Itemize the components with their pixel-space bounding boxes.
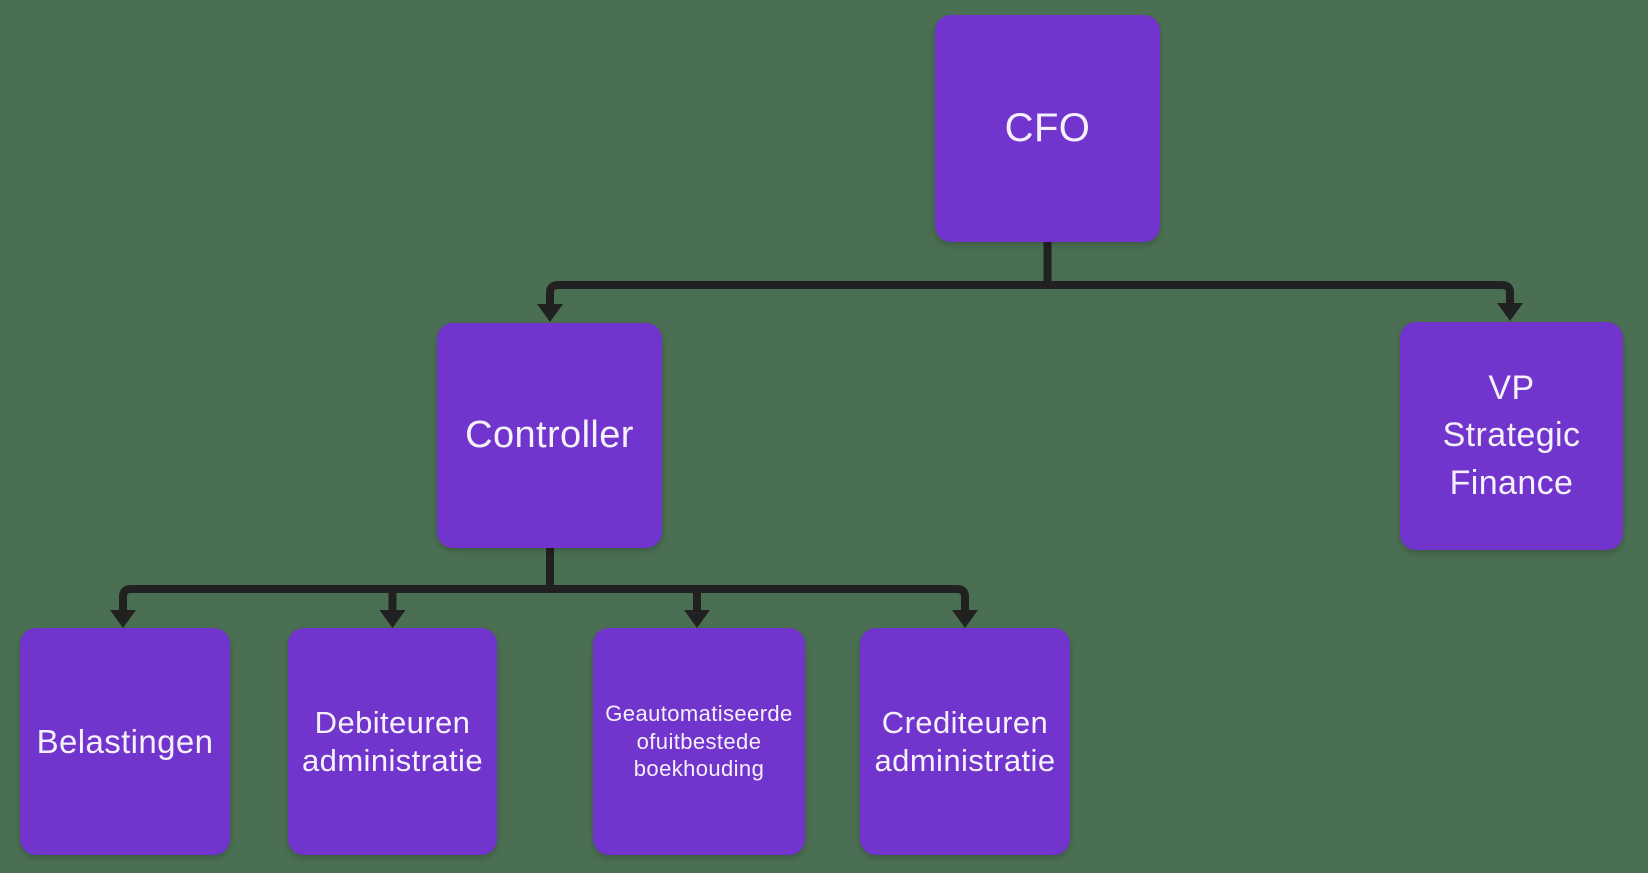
arrow-to-vp-strategic-finance (1497, 303, 1523, 321)
arrow-to-debiteuren (379, 610, 406, 628)
arrow-to-crediteuren (952, 610, 978, 628)
arrow-to-geautomatiseerde (684, 610, 710, 628)
arrow-to-belastingen (110, 610, 136, 628)
arrow-to-controller (537, 304, 563, 322)
connector-controller-children-rail (119, 585, 969, 612)
org-node-crediteuren-administratie: Crediteuren administratie (860, 628, 1070, 855)
org-node-belastingen: Belastingen (20, 628, 230, 855)
org-node-geautomatiseerde-boekhouding: Geautomatiseerde ofuitbestede boekhoudin… (593, 628, 805, 855)
org-node-cfo: CFO (935, 15, 1160, 242)
connector-cfo-children-rail (546, 281, 1514, 306)
org-node-vp-strategic-finance: VP Strategic Finance (1400, 322, 1623, 550)
org-node-debiteuren-administratie: Debiteuren administratie (288, 628, 497, 855)
org-node-controller: Controller (437, 323, 662, 548)
